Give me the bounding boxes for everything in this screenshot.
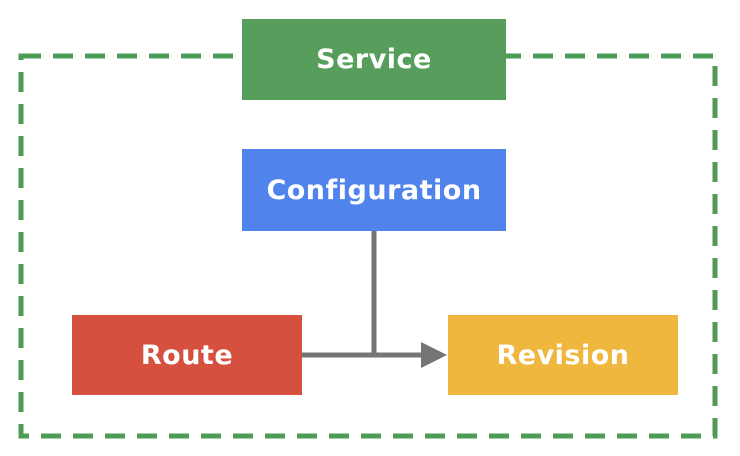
node-configuration: Configuration	[242, 149, 506, 231]
node-route: Route	[72, 315, 302, 395]
node-configuration-label: Configuration	[266, 174, 482, 206]
node-service-label: Service	[316, 44, 432, 75]
node-service: Service	[242, 19, 506, 100]
arrowhead-icon	[421, 342, 447, 368]
node-revision: Revision	[448, 315, 678, 395]
dashed-boundary	[18, 53, 718, 439]
node-route-label: Route	[140, 339, 234, 371]
node-revision-label: Revision	[496, 339, 630, 371]
